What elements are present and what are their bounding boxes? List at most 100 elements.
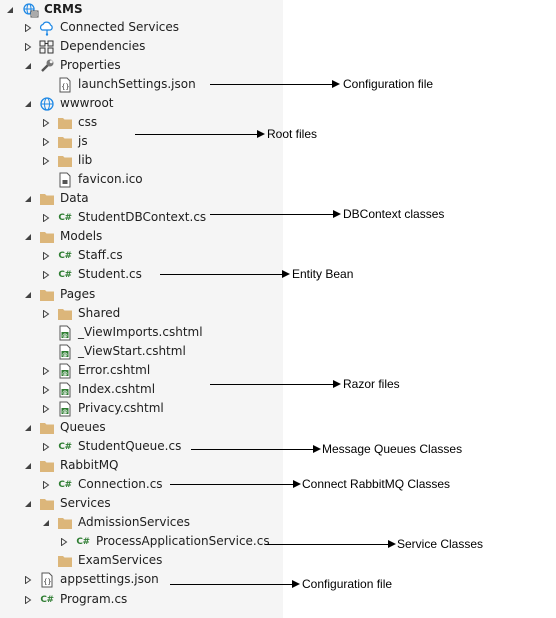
tree-row-connection-cs[interactable]: C# Connection.cs [42,475,163,494]
collapsed-arrow-icon[interactable] [42,404,50,413]
project-icon [23,2,39,18]
tree-row-js[interactable]: js [42,132,88,151]
svg-text:@: @ [62,352,68,358]
expanded-arrow-icon[interactable] [24,233,32,241]
annotation-arrowhead-icon [332,80,340,88]
json-file-icon: {} [39,572,55,588]
collapsed-arrow-icon[interactable] [24,595,32,604]
expanded-arrow-icon[interactable] [24,462,32,470]
tree-row-program-cs[interactable]: C# Program.cs [24,590,127,609]
tree-item-label: Program.cs [60,592,128,606]
collapsed-arrow-icon[interactable] [24,42,32,51]
folder-icon [39,458,55,474]
collapsed-arrow-icon[interactable] [42,480,50,489]
annotation-configuration-file-2: Configuration file [302,577,393,591]
razor-file-icon: @ [57,401,73,417]
tree-item-label: Error.cshtml [78,363,151,377]
annotation-arrowhead-icon [292,580,300,588]
tree-row-shared[interactable]: Shared [42,304,120,323]
folder-icon [39,229,55,245]
tree-item-label: wwwroot [60,96,114,110]
tree-row-data[interactable]: Data [24,189,89,208]
svg-text:@: @ [62,390,68,396]
tree-row-properties[interactable]: Properties [24,56,121,75]
tree-row-processapplicationservice-cs[interactable]: C# ProcessApplicationService.cs [60,532,270,551]
tree-row-viewimports-cshtml[interactable]: @ _ViewImports.cshtml [42,323,203,342]
annotation-arrow-line [160,274,282,275]
collapsed-arrow-icon[interactable] [42,118,50,127]
tree-root-label: CRMS [44,2,83,16]
tree-row-wwwroot[interactable]: wwwroot [24,94,114,113]
tree-item-label: lib [78,153,93,167]
tree-item-label: Services [60,496,111,510]
tree-row-connected-services[interactable]: Connected Services [24,18,179,37]
connected-services-icon [39,20,55,36]
collapsed-arrow-icon[interactable] [60,537,68,546]
tree-row-admissionservices[interactable]: AdmissionServices [42,513,190,532]
tree-item-label: Pages [60,287,96,301]
annotation-arrowhead-icon [333,210,341,218]
tree-row-studentqueue-cs[interactable]: C# StudentQueue.cs [42,437,181,456]
tree-row-pages[interactable]: Pages [24,285,95,304]
tree-row-rabbitmq[interactable]: RabbitMQ [24,456,119,475]
tree-item-label: Index.cshtml [78,382,156,396]
collapsed-arrow-icon[interactable] [24,575,32,584]
collapsed-arrow-icon[interactable] [42,366,50,375]
tree-row-studentdbcontext-cs[interactable]: C# StudentDBContext.cs [42,208,206,227]
tree-row-models[interactable]: Models [24,227,102,246]
expanded-arrow-icon[interactable] [24,195,32,203]
collapsed-arrow-icon[interactable] [42,309,50,318]
folder-icon [57,134,73,150]
tree-item-label: Properties [60,58,121,72]
tree-row-viewstart-cshtml[interactable]: @ _ViewStart.cshtml [42,342,186,361]
tree-row-dependencies[interactable]: Dependencies [24,37,145,56]
tree-row-index-cshtml[interactable]: @ Index.cshtml [42,380,155,399]
collapsed-arrow-icon[interactable] [42,251,50,260]
annotation-arrowhead-icon [282,270,290,278]
tree-row-privacy-cshtml[interactable]: @ Privacy.cshtml [42,399,164,418]
tree-row-launchsettings-json[interactable]: {} launchSettings.json [42,75,196,94]
csharp-file-icon: C# [58,441,72,452]
collapsed-arrow-icon[interactable] [42,213,50,222]
tree-row-crms[interactable]: CRMS [6,0,83,19]
collapsed-arrow-icon[interactable] [24,23,32,32]
tree-row-queues[interactable]: Queues [24,418,106,437]
folder-icon [39,191,55,207]
collapsed-arrow-icon[interactable] [42,270,50,279]
tree-row-favicon-ico[interactable]: favicon.ico [42,170,143,189]
collapsed-arrow-icon[interactable] [42,156,50,165]
svg-text:@: @ [62,409,68,415]
tree-item-label: Shared [78,306,121,320]
expanded-arrow-icon[interactable] [24,500,32,508]
expanded-arrow-icon[interactable] [6,6,14,14]
csharp-file-icon: C# [58,250,72,261]
expanded-arrow-icon[interactable] [24,62,32,70]
collapsed-arrow-icon[interactable] [42,385,50,394]
expanded-arrow-icon[interactable] [24,100,32,108]
tree-row-css[interactable]: css [42,113,97,132]
csharp-file-icon: C# [40,594,54,605]
annotation-arrowhead-icon [257,130,265,138]
expanded-arrow-icon[interactable] [24,291,32,299]
razor-file-icon: @ [57,325,73,341]
tree-item-label: Privacy.cshtml [78,401,164,415]
tree-item-label: AdmissionServices [78,515,191,529]
expanded-arrow-icon[interactable] [42,519,50,527]
tree-item-label: js [78,134,88,148]
collapsed-arrow-icon[interactable] [42,137,50,146]
expanded-arrow-icon[interactable] [24,424,32,432]
collapsed-arrow-icon[interactable] [42,442,50,451]
tree-row-error-cshtml[interactable]: @ Error.cshtml [42,361,150,380]
tree-item-label: appsettings.json [60,572,159,586]
annotation-arrow-line [210,384,333,385]
folder-icon [57,115,73,131]
tree-item-label: Student.cs [78,267,142,281]
annotation-arrowhead-icon [313,445,321,453]
tree-row-student-cs[interactable]: C# Student.cs [42,265,142,284]
tree-row-services[interactable]: Services [24,494,111,513]
json-file-icon: {} [57,77,73,93]
tree-row-staff-cs[interactable]: C# Staff.cs [42,246,123,265]
tree-row-appsettings-json[interactable]: {} appsettings.json [24,570,159,589]
tree-row-lib[interactable]: lib [42,151,92,170]
tree-row-examservices[interactable]: ExamServices [42,551,162,570]
